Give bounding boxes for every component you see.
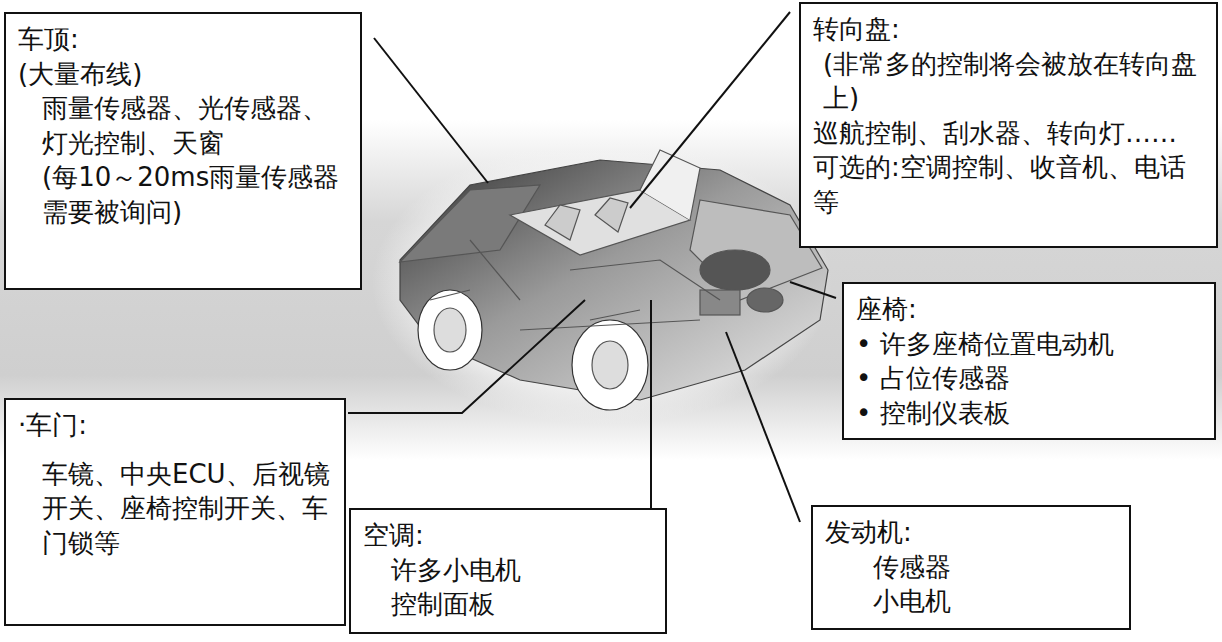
box-body-text: 许多小电机 [363, 553, 653, 588]
box-body-text: 车镜、中央ECU、后视镜开关、座椅控制开关、车门锁等 [18, 457, 332, 561]
box-heading: 发动机: [825, 515, 1117, 550]
box-body-text: • 控制仪表板 [856, 396, 1202, 431]
box-body-text: • 占位传感器 [856, 361, 1202, 396]
box-heading: 空调: [363, 518, 653, 553]
box-body-text: (大量布线) [18, 57, 348, 92]
box-body-text: (每10～20ms雨量传感器需要被询问) [18, 160, 348, 229]
box-heading: 转向盘: [813, 12, 1204, 47]
engine-box: 发动机:传感器小电机 [811, 505, 1131, 630]
box-body-text: • 许多座椅位置电动机 [856, 327, 1202, 362]
box-body-text: (非常多的控制将会被放在转向盘上) [813, 47, 1204, 116]
leader-lines [348, 12, 836, 522]
steering-wheel-box: 转向盘:(非常多的控制将会被放在转向盘上)巡航控制、刮水器、转向灯……可选的:空… [799, 2, 1218, 248]
door-box: ·车门: 车镜、中央ECU、后视镜开关、座椅控制开关、车门锁等 [4, 398, 346, 626]
box-body-text: 可选的:空调控制、收音机、电话等 [813, 150, 1204, 219]
box-heading: 车顶: [18, 22, 348, 57]
box-body-text: 控制面板 [363, 587, 653, 622]
roof-box: 车顶:(大量布线)雨量传感器、光传感器、灯光控制、天窗(每10～20ms雨量传感… [4, 12, 362, 290]
car-figure [400, 150, 828, 410]
box-body-text: 巡航控制、刮水器、转向灯…… [813, 116, 1204, 151]
box-body-text: 雨量传感器、光传感器、灯光控制、天窗 [18, 91, 348, 160]
background-glow [372, 140, 832, 425]
box-body-text: 小电机 [825, 584, 1117, 619]
air-conditioning-box: 空调:许多小电机控制面板 [349, 508, 667, 634]
box-heading: 座椅: [856, 292, 1202, 327]
seat-box: 座椅:• 许多座椅位置电动机• 占位传感器• 控制仪表板 [842, 282, 1216, 440]
box-heading: ·车门: [18, 408, 332, 443]
box-body-text: 传感器 [825, 550, 1117, 585]
